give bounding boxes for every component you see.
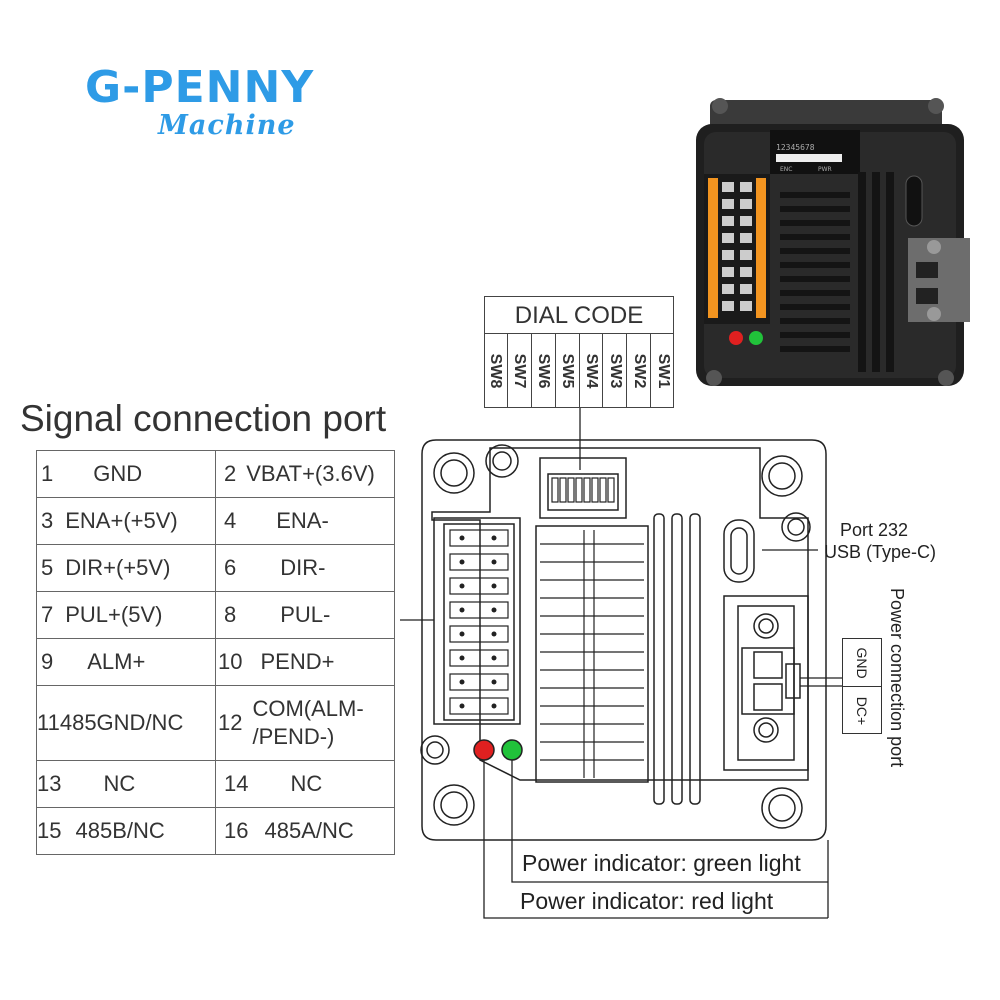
- dip-switch-label: SW2: [627, 334, 652, 408]
- green-led-indicator: [501, 739, 523, 761]
- dip-switch-label: SW3: [603, 334, 628, 408]
- pin-number: 8: [224, 602, 237, 627]
- pin-number: 15: [37, 818, 62, 843]
- signal-pin-table: 1 GND 2 VBAT+(3.6V) 3 ENA+(+5V) 4 ENA- 5 DIR+…: [36, 450, 395, 855]
- dip-switch-label: SW7: [508, 334, 532, 408]
- dial-code-switch-row: SW8 SW7 SW6 SW5 SW4 SW3 SW2 SW1: [484, 334, 674, 408]
- dial-code-title: DIAL CODE: [484, 298, 674, 334]
- pin-name: PEND+: [260, 649, 335, 674]
- table-row: 1 GND 2 VBAT+(3.6V): [36, 450, 395, 498]
- pin-number: 2: [224, 461, 237, 486]
- table-row: 15 485B/NC 16 485A/NC: [36, 807, 395, 855]
- pin-number: 1: [41, 461, 54, 486]
- usb-port-label-line2: USB (Type-C): [824, 542, 937, 562]
- red-indicator-label: Power indicator: red light: [520, 888, 774, 914]
- product-photo: 12345678 ENC PWR: [696, 98, 970, 386]
- dip-switch-label: SW8: [484, 334, 508, 408]
- usb-port-label-line1: Port 232: [840, 520, 909, 540]
- power-pin-dc: DC+: [854, 696, 870, 725]
- pin-number: 10: [218, 649, 243, 674]
- photo-red-led: [729, 331, 743, 345]
- pin-name: NC: [103, 771, 136, 796]
- red-led-indicator: [473, 739, 495, 761]
- pin-name: 485GND/NC: [59, 710, 184, 735]
- brand-logo-text: G-PENNY: [85, 62, 315, 113]
- pin-number: 12: [218, 710, 243, 735]
- pin-name: COM(ALM- /PEND-): [252, 696, 364, 749]
- pin-number: 5: [41, 555, 54, 580]
- table-row: 9 ALM+ 10 PEND+: [36, 638, 395, 686]
- pin-name: ALM+: [87, 649, 146, 674]
- pin-name: 485B/NC: [75, 818, 165, 843]
- pin-number: 11: [37, 710, 60, 735]
- pin-name: ENA-: [276, 508, 329, 533]
- pin-number: 9: [41, 649, 54, 674]
- dip-switch-label: SW4: [580, 334, 604, 408]
- photo-dip-numbers: 12345678: [776, 143, 815, 152]
- table-row: 7 PUL+(5V) 8 PUL-: [36, 591, 395, 639]
- table-row: 5 DIR+(+5V) 6 DIR-: [36, 544, 395, 592]
- pin-number: 3: [41, 508, 54, 533]
- table-row: 13 NC 14 NC: [36, 760, 395, 808]
- photo-terminal-block: [708, 178, 766, 318]
- power-port-title: Power connection port: [887, 588, 907, 768]
- pin-name: VBAT+(3.6V): [246, 461, 375, 486]
- pin-name: PUL+(5V): [65, 602, 163, 627]
- pin-name: DIR+(+5V): [65, 555, 171, 580]
- pin-name: NC: [290, 771, 323, 796]
- table-row: 11485GND/NC 12 COM(ALM- /PEND-): [36, 685, 395, 761]
- signal-port-title: Signal connection port: [20, 398, 387, 439]
- pin-name: 485A/NC: [264, 818, 354, 843]
- dial-code-box: [484, 296, 674, 408]
- pin-number: 13: [37, 771, 62, 796]
- pin-number: 16: [224, 818, 249, 843]
- pin-name: GND: [93, 461, 143, 486]
- brand-logo-subtitle: Machine: [158, 110, 296, 141]
- pin-number: 4: [224, 508, 237, 533]
- dip-switch-label: SW6: [532, 334, 556, 408]
- power-pin-box: GND DC+: [842, 638, 882, 734]
- dip-switch-label: SW5: [556, 334, 580, 408]
- photo-green-led: [749, 331, 763, 345]
- pin-name: DIR-: [280, 555, 326, 580]
- photo-dip-label-enc: ENC: [780, 166, 792, 173]
- power-pin-gnd: GND: [843, 639, 881, 687]
- pin-name: PUL-: [280, 602, 331, 627]
- table-row: 3 ENA+(+5V) 4 ENA-: [36, 497, 395, 545]
- pin-number: 14: [224, 771, 249, 796]
- photo-dip-label-pwr: PWR: [818, 166, 832, 173]
- pin-name: ENA+(+5V): [65, 508, 178, 533]
- green-indicator-label: Power indicator: green light: [522, 850, 801, 876]
- pin-number: 6: [224, 555, 237, 580]
- pin-number: 7: [41, 602, 54, 627]
